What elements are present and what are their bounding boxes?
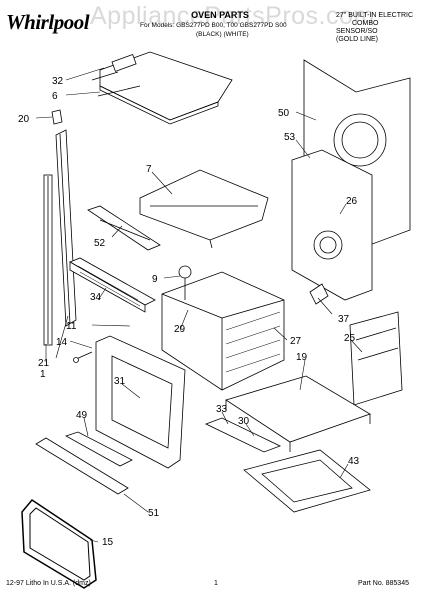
footer-page-number: 1 — [214, 580, 218, 587]
part-door-gasket — [21, 499, 97, 589]
callout-6: 6 — [52, 91, 58, 102]
models-line: For Models: GBS277PD B00, T00 GBS277PD S… — [140, 22, 287, 29]
callout-37: 37 — [338, 314, 350, 325]
leader-lines — [35, 67, 363, 543]
callout-52: 52 — [94, 238, 106, 249]
part-drawer-slide — [204, 417, 282, 453]
part-wrapper-front — [291, 149, 373, 301]
part-hinge — [73, 351, 93, 363]
callout-21: 21 — [38, 358, 50, 369]
product-line-2: COMBO — [352, 20, 379, 27]
part-door-glass — [35, 437, 129, 495]
callout-31: 31 — [114, 376, 126, 387]
part-clip — [309, 283, 329, 305]
callout-32: 32 — [52, 76, 64, 87]
part-side-trim — [55, 129, 77, 327]
part-vent-duct — [87, 205, 161, 251]
callout-29: 29 — [174, 324, 186, 335]
callout-27: 27 — [290, 336, 302, 347]
callout-30: 30 — [238, 416, 250, 427]
part-trim-strip — [43, 174, 53, 346]
callout-51: 51 — [148, 508, 160, 519]
watermark: AppliancePartsPros.com — [90, 2, 375, 30]
part-control-panel — [69, 257, 156, 313]
callout-25: 25 — [344, 333, 356, 344]
footer-litho: 12-97 Litho In U.S.A. (dmz) — [6, 580, 91, 587]
part-top-panel — [91, 51, 233, 125]
callout-9: 9 — [152, 274, 158, 285]
diagram-title: OVEN PARTS — [191, 10, 249, 20]
callout-26: 26 — [346, 196, 358, 207]
callout-34: 34 — [90, 292, 102, 303]
callout-1: 1 — [40, 369, 46, 380]
part-oven-cavity — [161, 265, 285, 391]
callout-7: 7 — [146, 164, 152, 175]
part-small-bracket — [51, 109, 63, 125]
callout-53: 53 — [284, 132, 296, 143]
callout-20: 20 — [18, 114, 30, 125]
callout-43: 43 — [348, 456, 360, 467]
part-side-panel — [349, 311, 403, 406]
part-door-trim — [65, 431, 133, 467]
part-drip-tray — [243, 449, 371, 513]
product-line-3: SENSOR/SO — [336, 28, 378, 35]
product-line-4: (GOLD LINE) — [336, 36, 379, 43]
callout-11: 11 — [66, 321, 77, 332]
callout-49: 49 — [76, 410, 88, 421]
callout-labels: 32 6 20 1 7 52 50 53 26 37 9 34 11 14 21 29 27 25 19 31 33 30… — [18, 76, 360, 548]
callout-14: 14 — [56, 337, 68, 348]
callout-19: 19 — [296, 352, 308, 363]
callout-33: 33 — [216, 404, 228, 415]
product-description: 27" BUILT-IN ELECTRIC COMBO SENSOR/SO (G… — [336, 12, 413, 44]
part-door-frame — [95, 335, 186, 469]
colors-line: (BLACK) (WHITE) — [196, 31, 249, 38]
part-bottom-tray — [225, 375, 371, 452]
brand-logo: Whirlpool — [6, 10, 90, 34]
callout-50: 50 — [278, 108, 290, 119]
product-line-1: 27" BUILT-IN ELECTRIC — [336, 12, 414, 19]
callout-15: 15 — [102, 537, 114, 548]
part-heat-shield — [139, 169, 269, 249]
footer-part-number: Part No. 885345 — [358, 580, 409, 587]
